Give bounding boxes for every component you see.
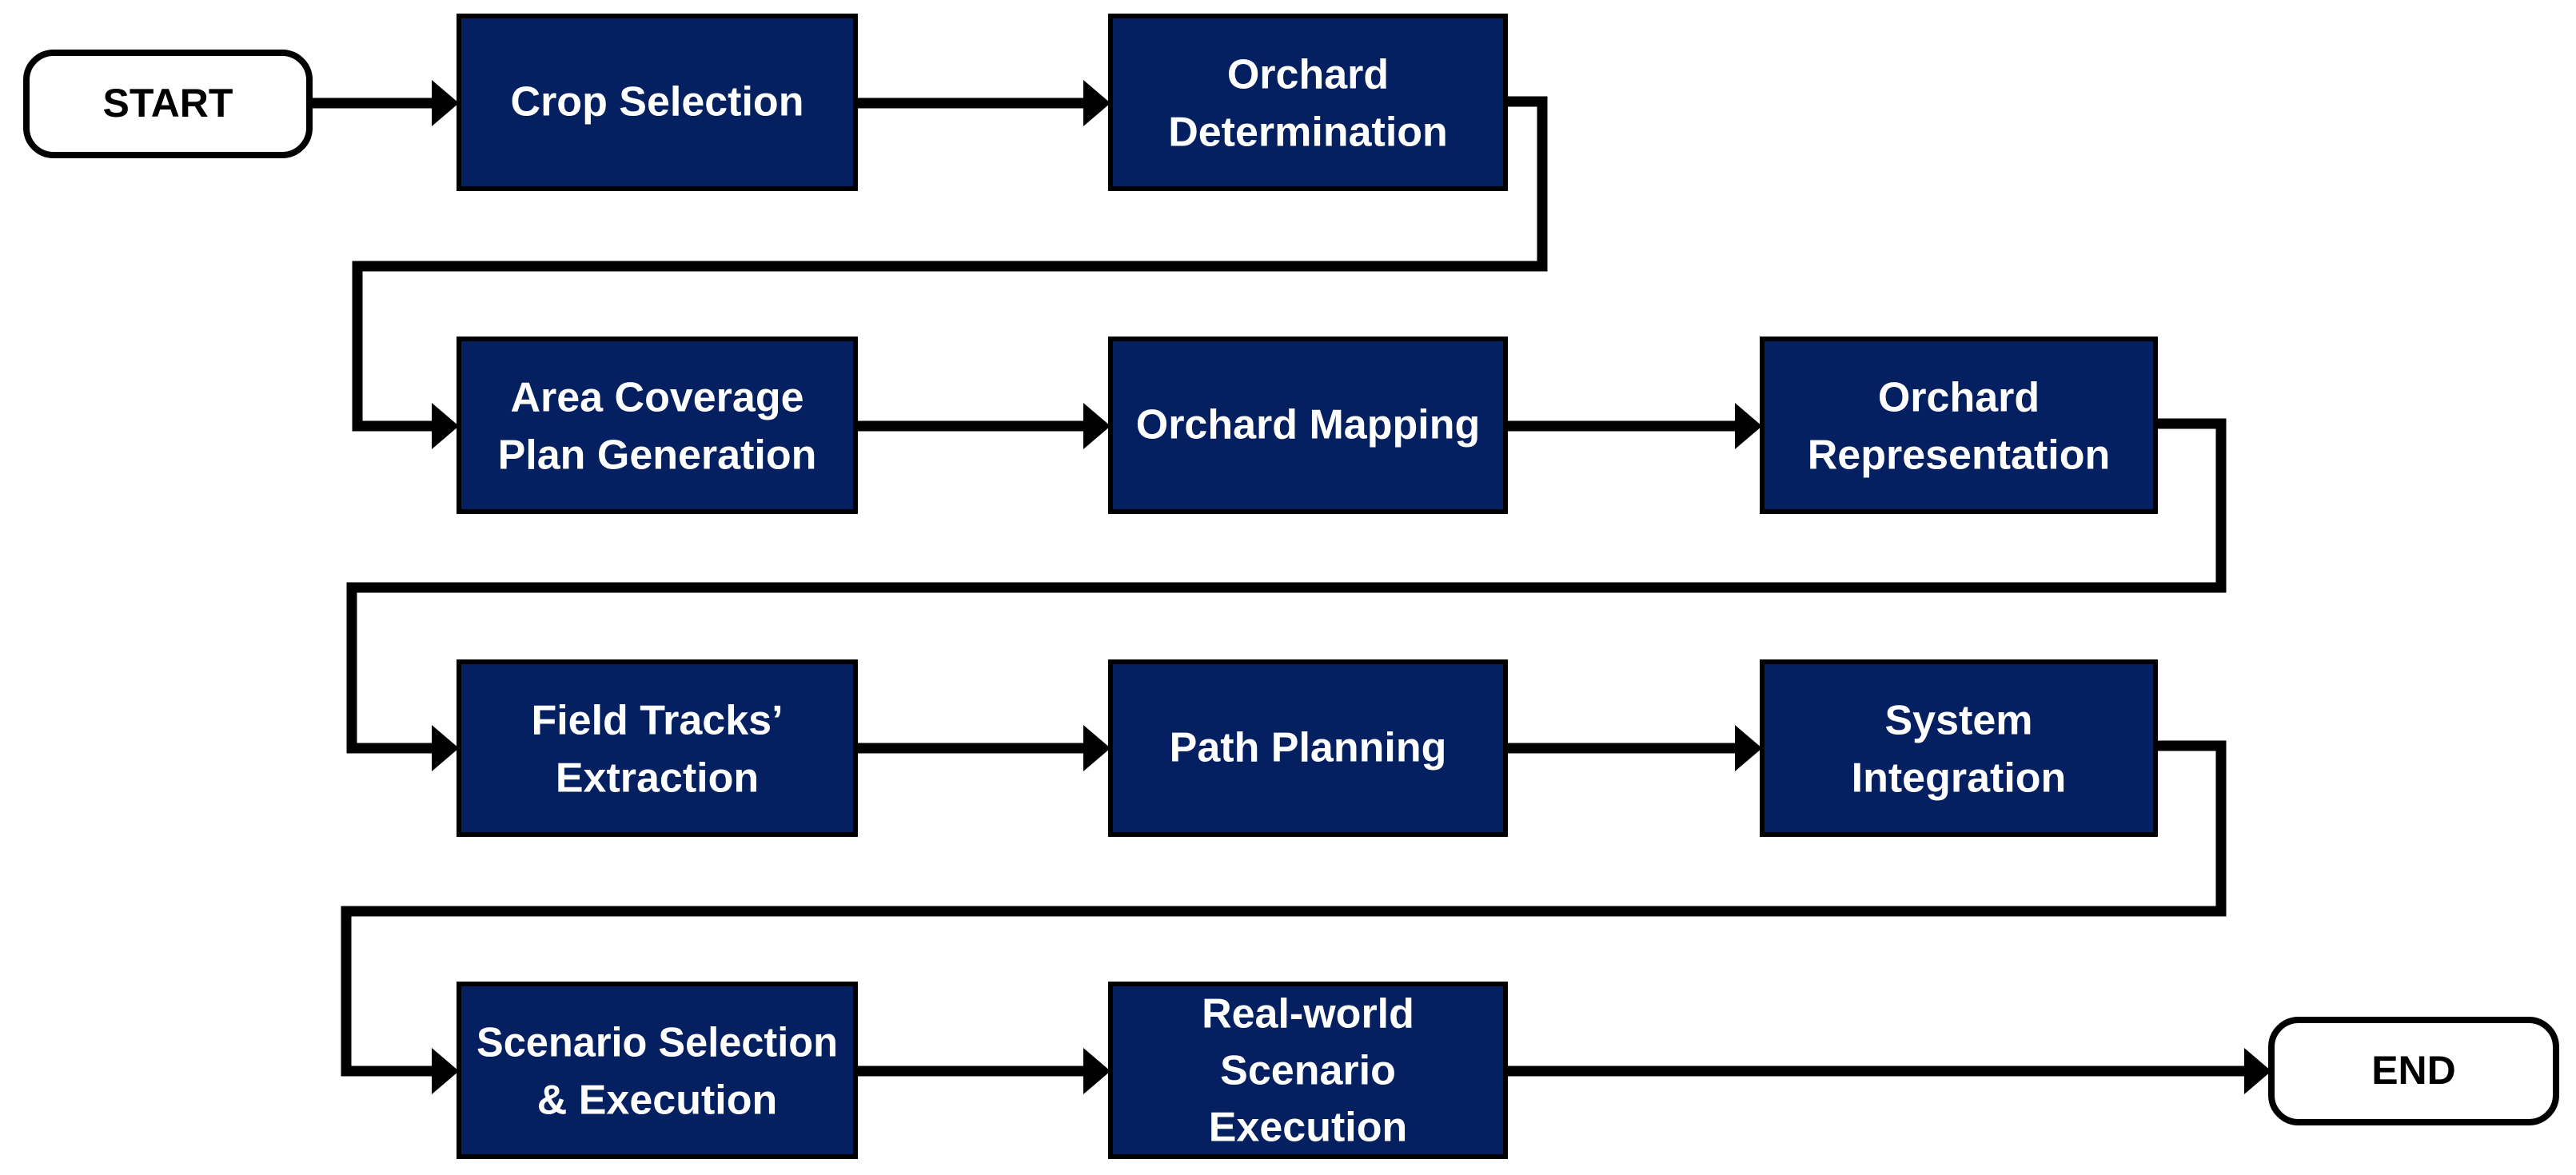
orchard-representation-label-line-2: Representation bbox=[1808, 432, 2111, 479]
node-end[interactable]: END bbox=[2268, 1017, 2559, 1125]
connector-scenario-selection-to-real-world bbox=[855, 1048, 1111, 1094]
connector-path-planning-to-system-integration bbox=[1505, 725, 1762, 771]
field-tracks-label-line-1: Field Tracks’ bbox=[531, 698, 783, 744]
real-world-scenario-execution-shape[interactable] bbox=[1108, 982, 1508, 1159]
end-label: END bbox=[2371, 1048, 2456, 1093]
connector-field-tracks-to-path-planning bbox=[855, 725, 1111, 771]
field-tracks-extraction-shape[interactable] bbox=[457, 659, 858, 837]
real-world-label-line-1: Real-world bbox=[1202, 991, 1414, 1038]
node-crop-selection[interactable]: Crop Selection bbox=[457, 14, 858, 191]
node-system-integration[interactable]: System Integration bbox=[1760, 659, 2158, 837]
node-orchard-representation[interactable]: Orchard Representation bbox=[1760, 337, 2158, 514]
connector-orchard-determination-to-area-coverage bbox=[352, 96, 1548, 449]
node-path-planning[interactable]: Path Planning bbox=[1108, 659, 1508, 837]
orchard-determination-label-line-2: Determination bbox=[1168, 110, 1448, 156]
orchard-determination-label-line-1: Orchard bbox=[1227, 52, 1389, 98]
node-orchard-mapping[interactable]: Orchard Mapping bbox=[1108, 337, 1508, 514]
system-integration-shape[interactable] bbox=[1760, 659, 2158, 837]
field-tracks-label-line-2: Extraction bbox=[556, 755, 759, 802]
connector-system-integration-to-scenario-selection bbox=[341, 740, 2227, 1094]
real-world-label-line-2: Scenario bbox=[1220, 1048, 1396, 1094]
orchard-representation-shape[interactable] bbox=[1760, 337, 2158, 514]
area-coverage-label-line-1: Area Coverage bbox=[510, 375, 804, 421]
connector-orchard-representation-to-field-tracks bbox=[346, 418, 2227, 771]
system-integration-label-line-2: Integration bbox=[1852, 755, 2067, 802]
area-coverage-plan-generation-shape[interactable] bbox=[457, 337, 858, 514]
connector-orchard-mapping-to-orchard-representation bbox=[1505, 403, 1762, 449]
start-label: START bbox=[103, 81, 233, 125]
area-coverage-label-line-2: Plan Generation bbox=[498, 432, 817, 479]
end-shape[interactable] bbox=[2268, 1017, 2559, 1125]
scenario-selection-label-line-2: & Execution bbox=[537, 1077, 778, 1124]
node-real-world-scenario-execution[interactable]: Real-world Scenario Execution bbox=[1108, 982, 1508, 1159]
orchard-determination-shape[interactable] bbox=[1108, 14, 1508, 191]
orchard-mapping-label-line-1: Orchard Mapping bbox=[1136, 402, 1480, 448]
node-area-coverage-plan-generation[interactable]: Area Coverage Plan Generation bbox=[457, 337, 858, 514]
connector-crop-selection-to-orchard-determination bbox=[855, 80, 1111, 126]
crop-selection-label-line-1: Crop Selection bbox=[511, 79, 804, 125]
scenario-selection-execution-shape[interactable] bbox=[457, 982, 858, 1159]
node-start[interactable]: START bbox=[23, 50, 313, 158]
crop-selection-shape[interactable] bbox=[457, 14, 858, 191]
start-shape[interactable] bbox=[23, 50, 313, 158]
scenario-selection-label-line-1: Scenario Selection bbox=[477, 1020, 838, 1066]
system-integration-label-line-1: System bbox=[1885, 698, 2033, 744]
orchard-representation-label-line-1: Orchard bbox=[1878, 375, 2040, 421]
node-field-tracks-extraction[interactable]: Field Tracks’ Extraction bbox=[457, 659, 858, 837]
node-scenario-selection-execution[interactable]: Scenario Selection & Execution bbox=[457, 982, 858, 1159]
path-planning-label-line-1: Path Planning bbox=[1170, 725, 1447, 771]
real-world-label-line-3: Execution bbox=[1209, 1105, 1408, 1151]
path-planning-shape[interactable] bbox=[1108, 659, 1508, 837]
connector-real-world-to-end bbox=[1505, 1048, 2271, 1094]
orchard-mapping-shape[interactable] bbox=[1108, 337, 1508, 514]
connector-start-to-crop-selection bbox=[309, 80, 459, 126]
node-orchard-determination[interactable]: Orchard Determination bbox=[1108, 14, 1508, 191]
connector-area-coverage-to-orchard-mapping bbox=[855, 403, 1111, 449]
